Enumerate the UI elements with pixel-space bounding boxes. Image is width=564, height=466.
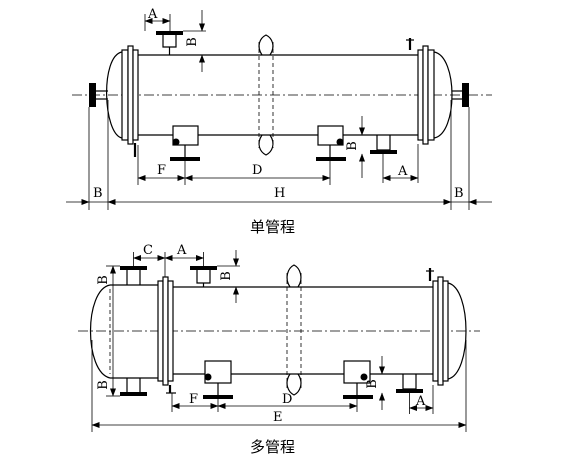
expansion-joint-bottom: [258, 134, 274, 156]
label-B-top: B: [185, 37, 200, 47]
left-nozzle-flange: [89, 83, 96, 107]
caption-single-pass: 单管程: [250, 218, 295, 236]
top-nozzle-flange: [190, 266, 217, 270]
label-D: D: [282, 392, 292, 407]
label-B-right: B: [454, 186, 464, 201]
channel-top-nozzle-neck: [126, 270, 141, 285]
label-F: F: [189, 392, 198, 407]
expansion-joint-top: [286, 264, 302, 288]
channel-bottom-nozzle-neck: [126, 378, 141, 392]
right-tubesheet: [422, 45, 429, 145]
label-D: D: [252, 163, 262, 178]
bottom-nozzle-neck: [402, 374, 417, 390]
top-nozzle-flange: [156, 31, 183, 35]
right-saddle-base: [343, 395, 373, 399]
label-C: C: [143, 243, 153, 258]
left-tubesheet: [127, 45, 134, 145]
left-flange: [121, 49, 129, 141]
bottom-nozzle-flange: [396, 389, 423, 393]
left-head: [89, 284, 111, 379]
label-B-left-bottom: B: [96, 380, 111, 390]
right-shell-flange: [432, 280, 439, 382]
label-A-top: A: [176, 243, 187, 258]
left-saddle-bolt: [172, 138, 180, 146]
label-A-bottom: A: [397, 164, 408, 179]
left-saddle-base: [203, 395, 233, 399]
right-head: [433, 51, 453, 139]
single-pass-exchanger: A B F D B A B H B: [66, 7, 492, 236]
right-saddle-bolt: [336, 138, 344, 146]
caption-multi-pass: 多管程: [250, 438, 295, 456]
channel-bottom-nozzle-flange: [120, 392, 147, 396]
right-saddle-bolt: [360, 373, 368, 381]
right-flange: [442, 280, 449, 382]
left-head: [106, 51, 123, 139]
left-tubesheet: [162, 276, 169, 386]
right-nozzle-flange: [462, 83, 469, 107]
top-nozzle-neck: [196, 270, 211, 284]
right-shell-flange: [417, 49, 424, 141]
label-H: H: [274, 186, 285, 201]
label-E: E: [273, 410, 283, 425]
multi-pass-exchanger: C A B B B F D B A: [78, 243, 480, 456]
channel-top-nozzle-flange: [120, 266, 147, 270]
left-shell-flange: [167, 280, 174, 382]
expansion-joint-top: [258, 34, 274, 56]
right-saddle-base: [316, 157, 346, 161]
label-B-nozzle: B: [345, 141, 360, 151]
label-A-bottom: A: [415, 394, 426, 409]
right-tubesheet: [437, 276, 444, 386]
label-B-left: B: [93, 186, 103, 201]
label-B-left-top: B: [96, 275, 111, 285]
right-head: [447, 282, 467, 380]
label-A-top: A: [147, 7, 158, 22]
bottom-nozzle-neck: [376, 135, 391, 151]
label-B-bottom-nozzle: B: [365, 379, 380, 389]
left-saddle-base: [170, 157, 200, 161]
bottom-nozzle-flange: [370, 150, 397, 154]
label-F: F: [157, 163, 166, 178]
label-B-top-nozzle: B: [219, 271, 234, 281]
top-nozzle-neck: [162, 35, 177, 48]
left-channel-flange: [157, 280, 164, 382]
left-saddle-bolt: [204, 373, 212, 381]
left-shell-flange: [132, 49, 139, 141]
right-flange: [427, 49, 435, 141]
